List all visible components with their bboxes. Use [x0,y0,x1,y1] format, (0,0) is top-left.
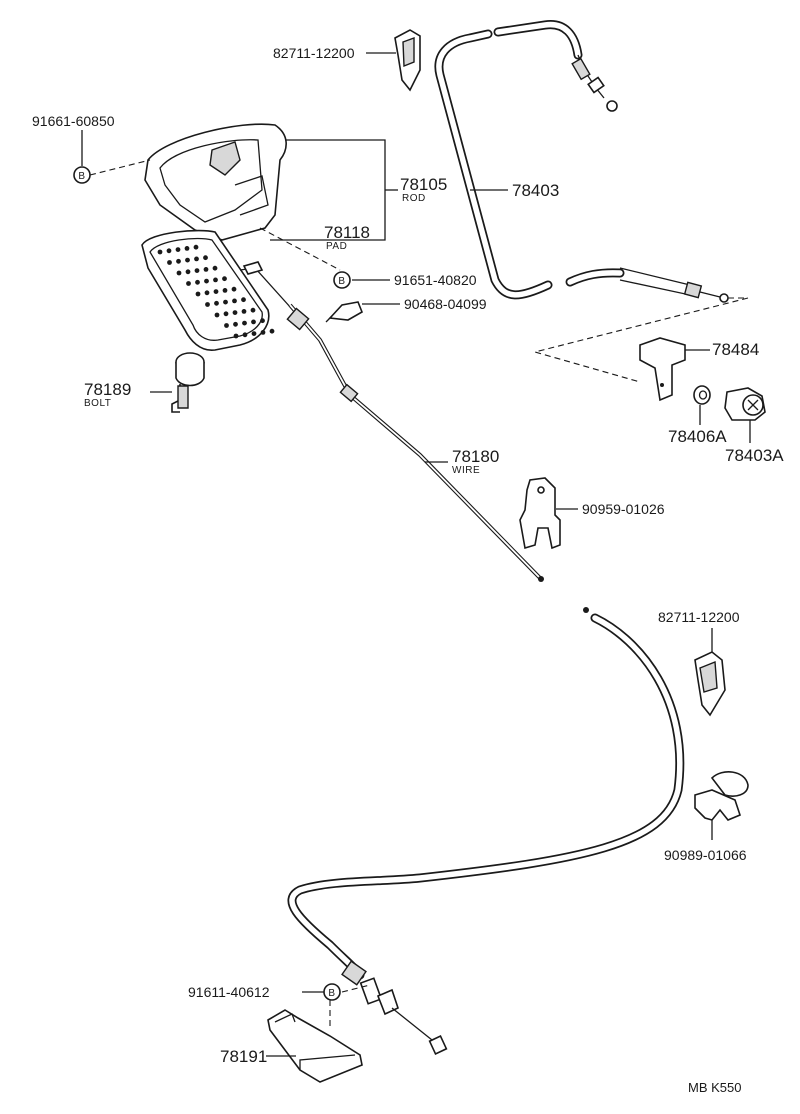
label-91611: 91611-40612 [188,984,270,1000]
pad-rib-dot [167,260,172,265]
label-78105: 78105 [400,175,447,194]
pad-rib-dot [223,299,228,305]
pad-rib-dot [194,268,200,273]
label-78484: 78484 [712,340,759,359]
footer-code: MB K550 [688,1080,741,1095]
pedal-pad-ribs [157,244,275,339]
pad-rib-dot [176,270,182,276]
label-91661: 91661-60850 [32,113,115,129]
label-78191: 78191 [220,1047,267,1066]
svg-text:B: B [338,276,345,287]
label-78403: 78403 [512,181,559,200]
label-82711-mid: 82711-12200 [658,609,740,625]
pad-rib-dot [175,247,181,253]
label-pad: PAD [326,241,347,252]
pad-rib-dot [195,279,200,285]
pad-rib-dot [213,289,219,294]
pad-rib-dot [241,297,246,303]
pad-rib-dot [251,319,256,325]
label-wire: WIRE [452,465,480,476]
pad-rib-dot [195,291,201,297]
pad-rib-dot [232,298,237,304]
label-78189: 78189 [84,380,131,399]
pad-rib-dot [205,302,210,307]
label-rod: ROD [402,193,426,204]
label-78180: 78180 [452,447,499,466]
pad-rib-dot [204,278,209,284]
pad-rib-dot [214,312,220,318]
pad-rib-dot [223,311,229,317]
accelerator-pedal-assembly [141,123,301,351]
bracket-78484 [639,337,686,402]
label-78406A: 78406A [668,427,727,446]
clip-90468 [325,301,364,323]
throttle-cable-lower [287,607,685,1055]
accelerator-wire-78180 [286,303,544,582]
pad-rib-dot [203,255,208,261]
pad-rib-dot [231,286,237,292]
bolt-78189 [171,352,205,413]
pad-rib-dot [185,257,190,263]
dash-91651 [259,227,341,271]
label-bolt: BOLT [84,398,111,409]
bolt-marker-91651: B [333,271,351,289]
throttle-cable-78403 [434,20,749,383]
clip-90989 [694,771,749,821]
pad-rib-dot [214,300,219,306]
label-90468: 90468-04099 [404,296,487,312]
label-90989: 90989-01066 [664,847,747,863]
pad-rib-dot [260,318,265,324]
pad-rib-dot [193,244,199,250]
pad-rib-dot [212,265,218,271]
bolt-marker-91661: B [73,166,91,184]
cable-clip-mid [694,651,726,717]
pad-rib-dot [176,258,181,264]
label-78118: 78118 [324,223,370,242]
pad-rib-dot [186,281,191,286]
dash-91611-right [341,984,371,993]
pad-rib-dot [184,246,190,251]
bolt-marker-91611: B [323,983,341,1001]
grommet-78406A [693,385,711,405]
dash-91661 [89,159,151,176]
cable-clip-top [394,29,421,92]
pad-rib-dot [242,320,247,326]
svg-text:B: B [328,988,335,999]
svg-text:B: B [78,171,85,182]
pad-rib-dot [233,333,239,339]
pad-rib-dot [203,267,209,272]
pad-rib-dot [166,248,172,254]
pad-rib-dot [269,328,275,334]
pad-rib-dot [222,288,228,293]
cap-78403A [724,387,766,421]
pad-rib-dot [222,276,227,282]
pad-rib-dot [194,256,199,262]
pad-rib-dot [204,290,210,296]
bracket-78191 [267,1009,363,1083]
pad-rib-dot [251,331,257,336]
pad-rib-dot [185,269,191,275]
pad-rib-dot [241,309,247,314]
pad-rib-dot [157,249,163,255]
label-90959: 90959-01026 [582,501,665,517]
label-78403A: 78403A [725,446,784,465]
pad-rib-dot [260,330,266,335]
label-82711-top: 82711-12200 [273,45,355,61]
label-91651: 91651-40820 [394,272,477,288]
pad-rib-dot [232,310,238,315]
pad-rib-dot [250,307,256,313]
pad-rib-dot [242,332,248,338]
pad-rib-dot [224,323,229,328]
pad-rib-dot [213,277,218,283]
clip-90959 [519,477,561,550]
pad-rib-dot [233,321,238,327]
